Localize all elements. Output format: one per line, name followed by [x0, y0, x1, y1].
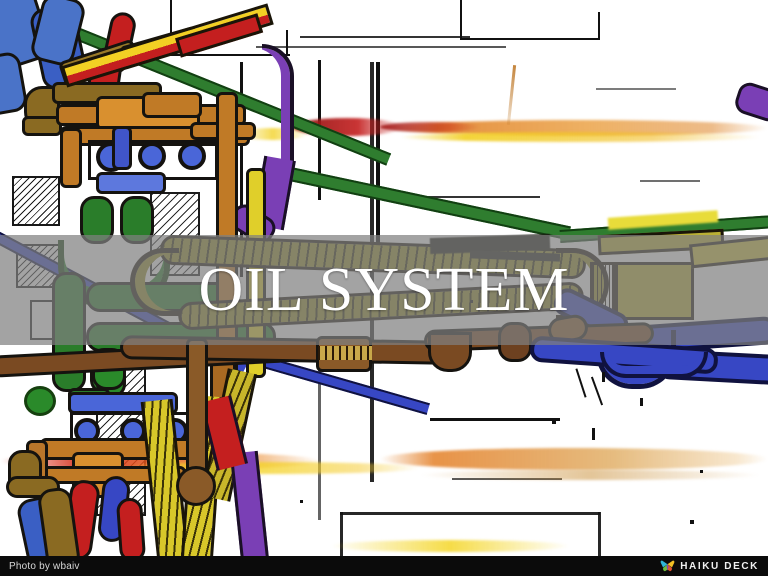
slide-footer: Photo by wbaiv HAIKU DECK	[0, 556, 768, 576]
brand-name-label: HAIKU DECK	[680, 560, 759, 572]
page-title: OIL SYSTEM	[198, 256, 570, 324]
butterfly-icon	[660, 560, 675, 571]
haiku-deck-branding[interactable]: HAIKU DECK	[660, 560, 768, 573]
photo-credit: Photo by wbaiv	[9, 560, 80, 572]
title-overlay-band: OIL SYSTEM	[0, 235, 768, 345]
